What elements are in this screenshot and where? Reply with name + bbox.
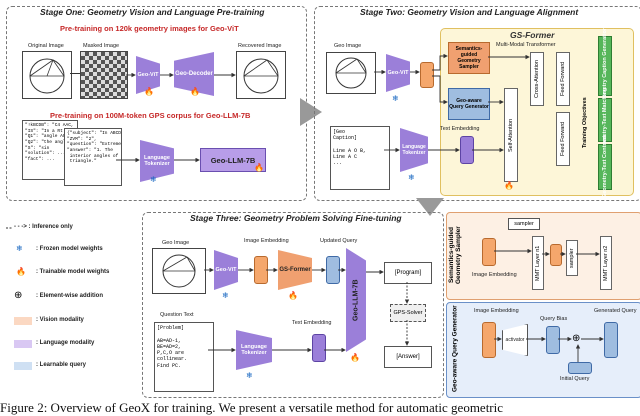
stage3-geo-image-label: Geo Image <box>162 240 190 246</box>
snowflake-icon: ❄ <box>222 291 229 300</box>
snowflake-icon: ❄ <box>392 94 399 103</box>
original-image <box>22 51 72 99</box>
legend-vision: : Vision modality <box>36 317 84 323</box>
vision-pretrain-subtitle: Pre-training on 120k geometry images for… <box>60 24 239 33</box>
big-arrow-stage1-to-stage2 <box>300 98 322 126</box>
legend-frozen: : Frozen model weights <box>36 246 103 252</box>
query-bias-tokens <box>546 326 560 354</box>
plus-circle-icon: ⊕ <box>14 290 23 301</box>
query-swatch <box>14 362 32 370</box>
generated-query-label: Generated Query <box>594 308 637 314</box>
fire-icon: 🔥 <box>144 87 154 96</box>
program-box: [Program] <box>384 262 432 284</box>
fire-icon: 🔥 <box>16 267 26 276</box>
stage2-geo-image-label: Geo Image <box>334 43 362 49</box>
stage-two-panel <box>314 6 640 201</box>
figure-caption: Figure 2: Overview of GeoX for training.… <box>0 400 504 415</box>
query-image-embedding-label: Image Embedding <box>474 308 519 314</box>
legend-query: : Learnable query <box>36 362 87 368</box>
stage3-geo-llm: Geo-LLM-7B <box>346 248 366 352</box>
question-text-label: Question Text <box>160 312 194 318</box>
snowflake-icon: ❄ <box>150 175 157 184</box>
stage-three-panel <box>142 212 444 398</box>
fire-icon: 🔥 <box>504 181 514 190</box>
gps-solver-box: GPS-Solver <box>390 304 426 322</box>
stage-two-title: Stage Two: Geometry Vision and Language … <box>360 7 579 17</box>
language-pretrain-subtitle: Pre-training on 100M-token GPS corpus fo… <box>50 111 251 120</box>
geo-llm-box: Geo-LLM-7B <box>200 148 266 172</box>
mmt-label: Multi-Modal Transformer <box>496 42 556 48</box>
legend-language: : Language modality <box>36 340 95 346</box>
connector-arrows <box>6 53 604 362</box>
recovered-image-label: Recovered Image <box>238 43 282 49</box>
initial-query-label: Initial Query <box>560 376 590 382</box>
fire-icon: 🔥 <box>288 291 298 300</box>
updated-query-label: Updated Query <box>320 238 358 244</box>
big-arrow-stage2-to-stage3 <box>416 198 444 216</box>
stage2-text-embedding-label: Text Embedding <box>440 126 480 132</box>
stage3-geo-image <box>152 248 206 294</box>
stage-three-title: Stage Three: Geometry Problem Solving Fi… <box>190 213 402 223</box>
legend-inference: - - -> : Inference only <box>14 224 73 230</box>
masked-image <box>80 51 128 99</box>
snowflake-icon: ❄ <box>16 244 23 253</box>
stage2-image-tokens <box>420 62 434 88</box>
original-image-label: Original Image <box>28 43 64 49</box>
initial-query-tokens <box>568 362 592 374</box>
snowflake-icon: ❄ <box>408 173 415 182</box>
stage3-text-tokens <box>312 334 326 362</box>
semantic-sampler-box: Semantics-guided Geometry Sampler <box>448 42 490 74</box>
fire-icon: 🔥 <box>254 163 264 172</box>
image-embedding-label: Image Embedding <box>244 238 289 244</box>
sampler-box-1: sampler <box>508 218 540 230</box>
recovered-image <box>236 51 286 99</box>
legend-addition: : Element-wise addition <box>36 293 104 299</box>
geo-caption-document: [Geo Caption] Line A O B, Line A C ... <box>330 126 390 190</box>
fire-icon: 🔥 <box>350 353 360 362</box>
generated-query-tokens <box>604 322 618 358</box>
query-bias-label: Query Bias <box>540 316 568 322</box>
query-input-tokens <box>482 322 496 358</box>
problem-document: [Problem] AB=AD-1, BE=AD=2, P,C,O are co… <box>154 322 214 392</box>
legend-trainable: : Trainable model weights <box>36 269 110 275</box>
stage3-text-embedding-label: Text Embedding <box>292 320 332 326</box>
language-tokenizer: Language Tokenizer <box>140 140 174 182</box>
masked-image-label: Masked Image <box>83 43 120 49</box>
activator-block: activator <box>502 324 528 356</box>
fire-icon: 🔥 <box>190 87 200 96</box>
vision-swatch <box>14 317 32 325</box>
answer-box: [Answer] <box>384 346 432 368</box>
query-generator-box: Geo-aware Query Generator <box>448 88 490 120</box>
language-swatch <box>14 340 32 348</box>
sampler-image-embedding-label: Image Embedding <box>472 272 517 278</box>
snowflake-icon: ❄ <box>246 371 253 380</box>
arrow-original-to-masked <box>70 73 80 74</box>
sampler-input-tokens <box>482 238 496 266</box>
stage2-geo-image <box>326 52 376 94</box>
stage-one-title: Stage One: Geometry Vision and Language … <box>40 7 265 17</box>
gs-former-title: GS-Former <box>510 30 555 40</box>
corpus-document-front: {"subject": "In ABCD, "ZVM": "2", "quest… <box>64 128 122 186</box>
plus-circle-icon: ⊕ <box>572 333 581 344</box>
